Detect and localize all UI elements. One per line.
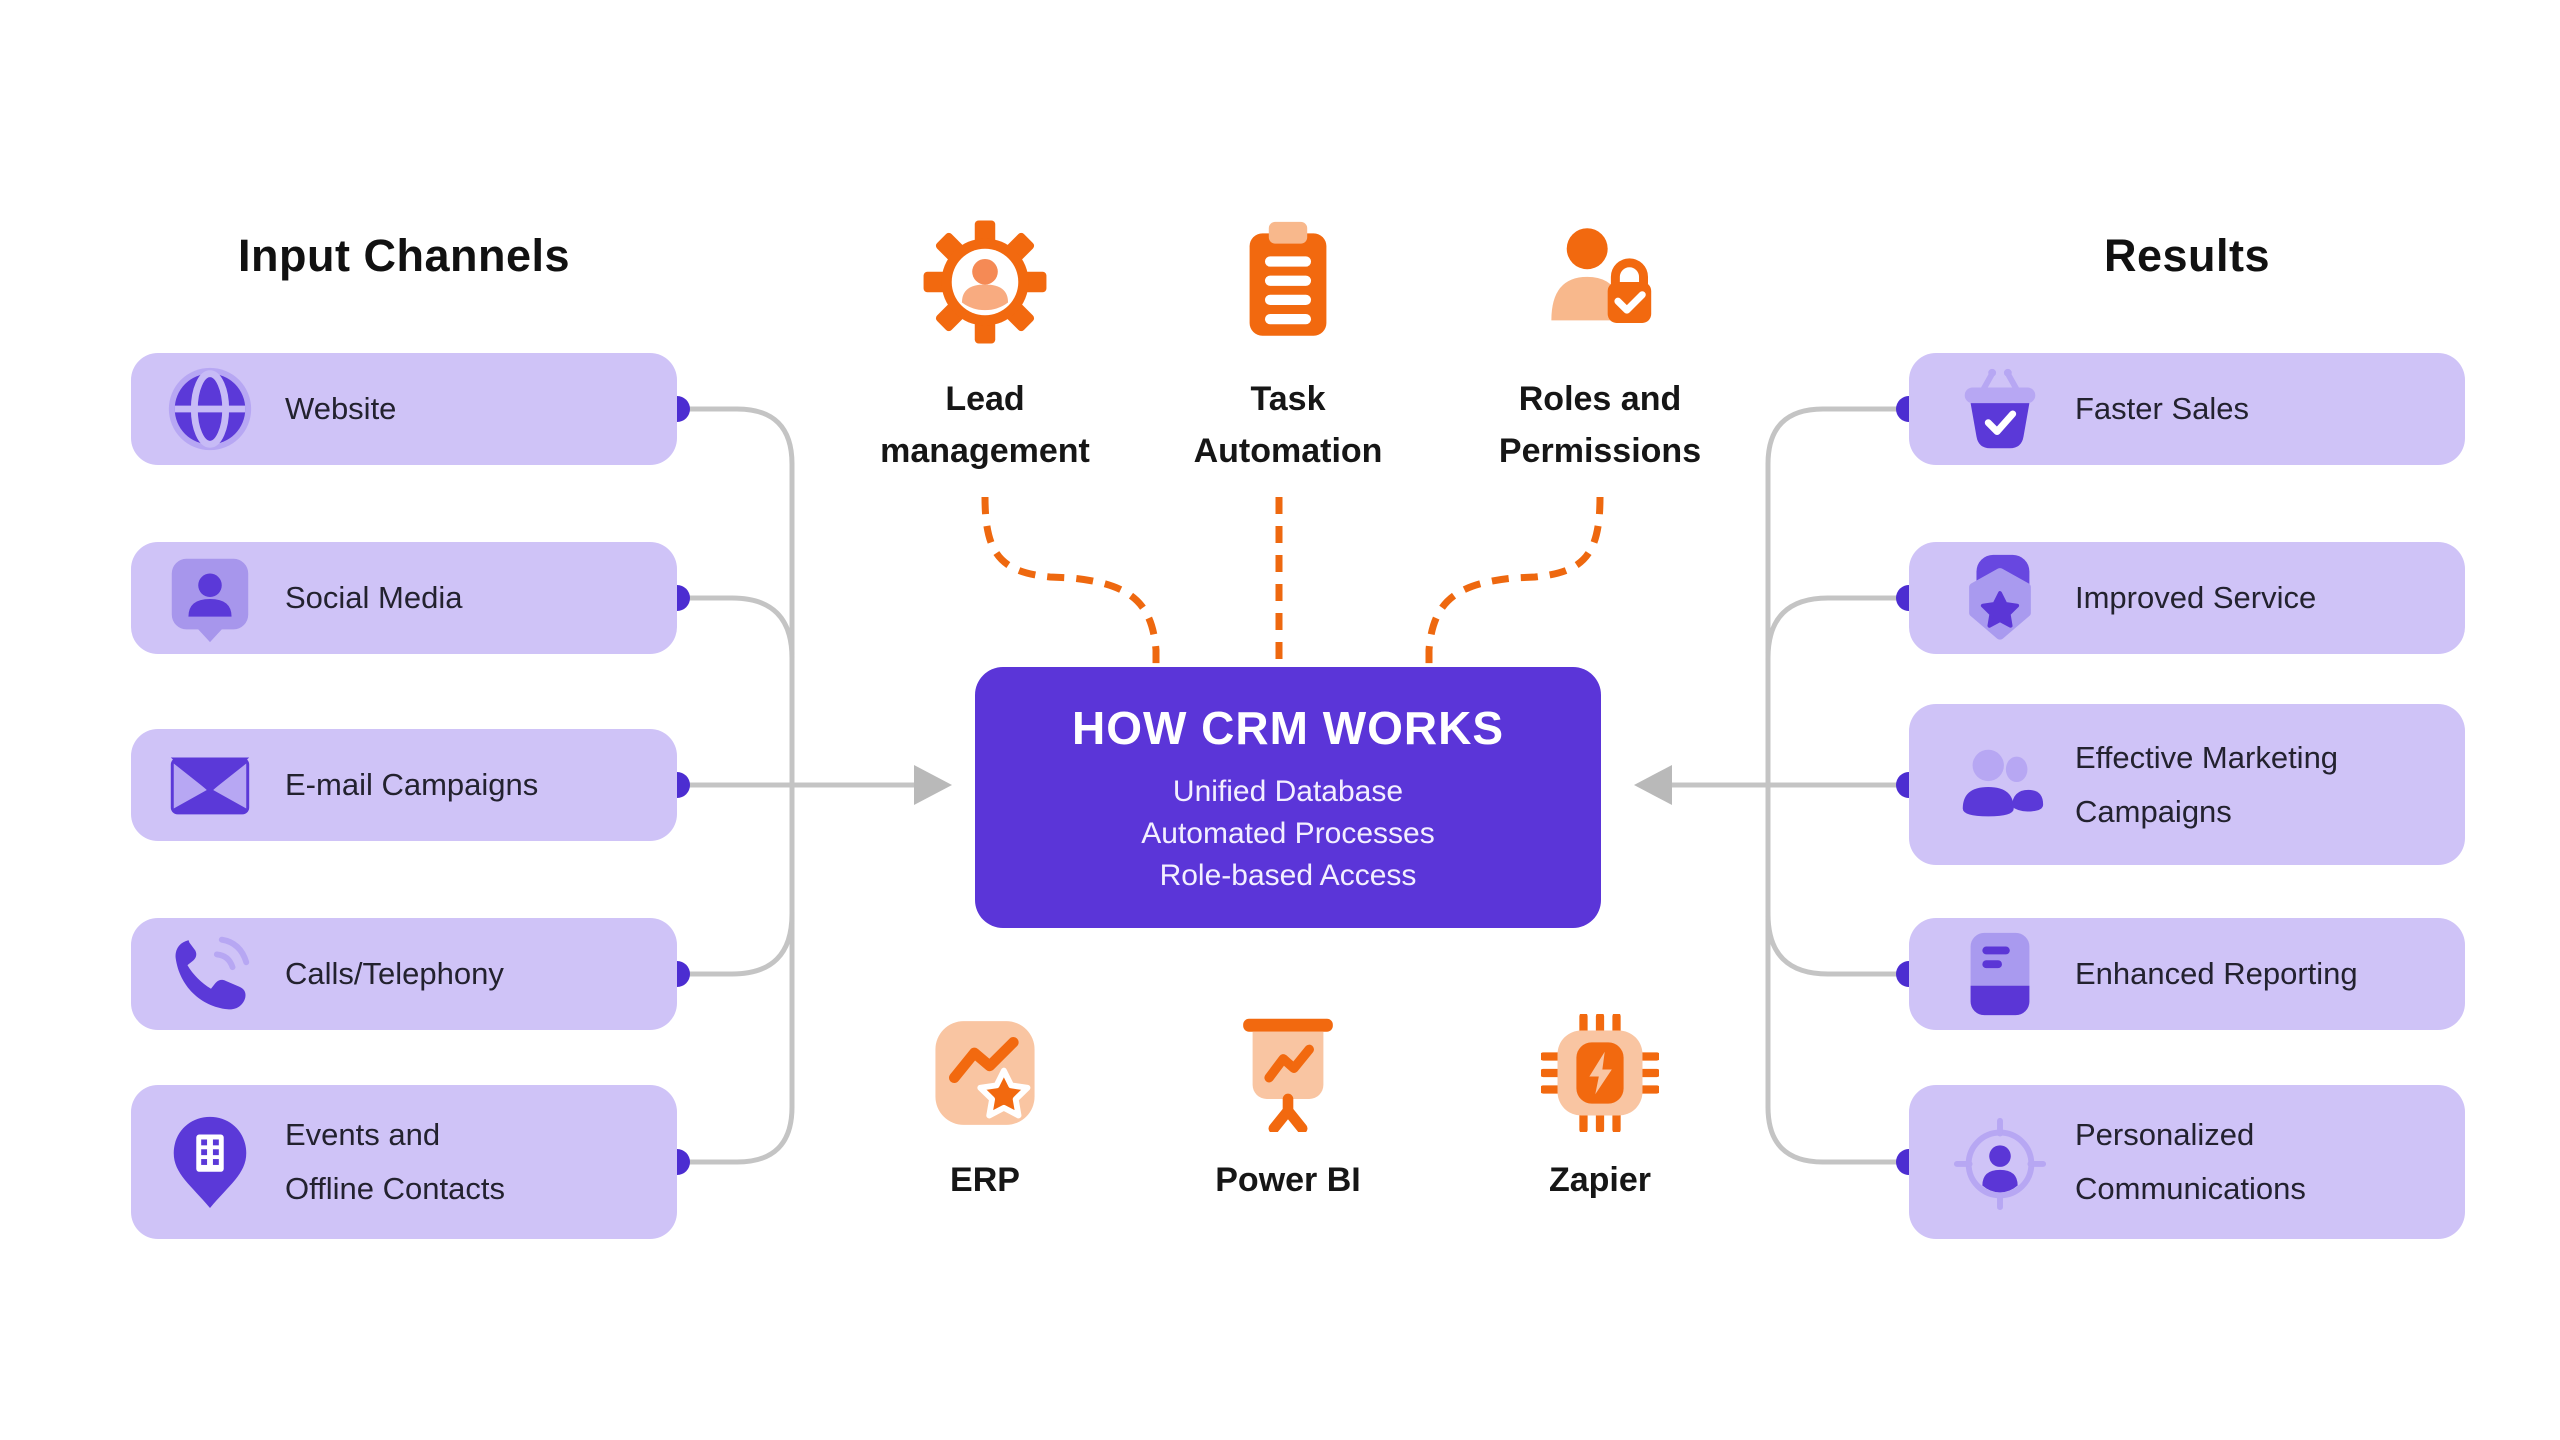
user-lock-icon: [1536, 218, 1664, 351]
right-column-title: Results: [2103, 230, 2271, 281]
basket-check-icon: [1947, 359, 2053, 459]
gear-user-icon: [921, 218, 1049, 351]
crm-core-box: HOW CRM WORKS Unified Database Automated…: [975, 667, 1601, 928]
feature-label: Lead management: [880, 380, 1090, 470]
input-channel-events-offline: Events and Offline Contacts: [131, 1085, 677, 1239]
feature-roles-permissions: Roles and Permissions: [1410, 218, 1790, 477]
feature-label: Task Automation: [1193, 380, 1383, 470]
person-badge-icon: [157, 548, 263, 648]
left-column-title: Input Channels: [238, 230, 570, 281]
result-effective-marketing: Effective Marketing Campaigns: [1909, 704, 2465, 865]
people-group-icon: [1947, 735, 2053, 835]
envelope-icon: [157, 735, 263, 835]
feature-task-automation: Task Automation: [1098, 218, 1478, 477]
center-title: HOW CRM WORKS: [1071, 702, 1505, 754]
result-label: Improved Service: [2075, 580, 2317, 615]
input-channel-social-media: Social Media: [131, 542, 677, 654]
gray-connectors: [674, 406, 1912, 1165]
arrowhead-into-center-right: [1634, 765, 1672, 805]
integration-label: Zapier: [1548, 1161, 1652, 1199]
result-improved-service: Improved Service: [1909, 542, 2465, 654]
integration-label: ERP: [950, 1161, 1020, 1199]
input-channel-label: Social Media: [285, 580, 463, 615]
integration-label: Power BI: [1215, 1161, 1361, 1199]
presentation-chart-icon: [1229, 1014, 1347, 1137]
chip-icon: [1539, 1012, 1661, 1137]
input-channel-label: E-mail Campaigns: [285, 767, 539, 802]
clipboard-icon: [1224, 218, 1352, 351]
result-label: Enhanced Reporting: [2075, 956, 2358, 991]
arrowhead-into-center-left: [914, 765, 952, 805]
input-channel-website: Website: [131, 353, 677, 465]
input-channel-label: Calls/Telephony: [285, 956, 504, 991]
result-enhanced-reporting: Enhanced Reporting: [1909, 918, 2465, 1030]
integration-erp: ERP: [795, 1014, 1175, 1200]
result-personalized-communications: Personalized Communications: [1909, 1085, 2465, 1239]
integration-zapier: Zapier: [1410, 1012, 1790, 1200]
erp-chart-icon: [926, 1014, 1044, 1137]
integration-power-bi: Power BI: [1098, 1014, 1478, 1200]
result-label: Effective Marketing Campaigns: [2075, 739, 2339, 829]
phone-icon: [157, 924, 263, 1024]
target-user-icon: [1947, 1112, 2053, 1212]
map-pin-icon: [157, 1112, 263, 1212]
dashed-orange-connectors: [981, 496, 1604, 666]
center-subtitle: Unified Database Automated Processes Rol…: [1141, 775, 1435, 892]
result-faster-sales: Faster Sales: [1909, 353, 2465, 465]
input-channel-label: Events and Offline Contacts: [285, 1117, 505, 1206]
feature-label: Roles and Permissions: [1498, 380, 1702, 470]
input-channel-calls-telephony: Calls/Telephony: [131, 918, 677, 1030]
globe-icon: [157, 359, 263, 459]
result-label: Faster Sales: [2075, 391, 2250, 426]
input-channel-label: Website: [285, 391, 397, 426]
input-channel-email-campaigns: E-mail Campaigns: [131, 729, 677, 841]
shield-star-icon: [1947, 548, 2053, 648]
feature-lead-management: Lead management: [795, 218, 1175, 477]
result-label: Personalized Communications: [2075, 1117, 2306, 1206]
report-book-icon: [1947, 924, 2053, 1024]
